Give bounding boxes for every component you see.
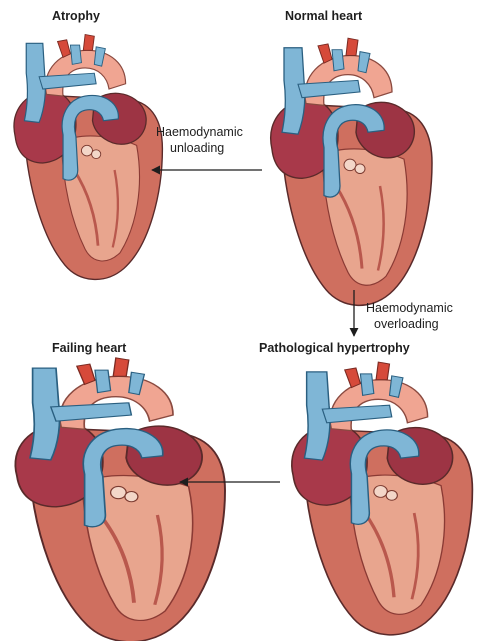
normal-heart-illustration: [271, 38, 432, 305]
unloading-label-line2: unloading: [170, 141, 224, 155]
failing-heart-title: Failing heart: [52, 341, 127, 355]
unloading-label-line1: Haemodynamic: [156, 125, 243, 139]
normal-heart-title: Normal heart: [285, 9, 363, 23]
overloading-label-line1: Haemodynamic: [366, 301, 453, 315]
atrophy-title: Atrophy: [52, 9, 100, 23]
overloading-label-line2: overloading: [374, 317, 439, 331]
hypertrophy-heart-illustration: [292, 362, 473, 635]
atrophy-heart-illustration: [14, 34, 162, 279]
failing-heart-illustration: [15, 358, 225, 641]
hypertrophy-title: Pathological hypertrophy: [259, 341, 410, 355]
